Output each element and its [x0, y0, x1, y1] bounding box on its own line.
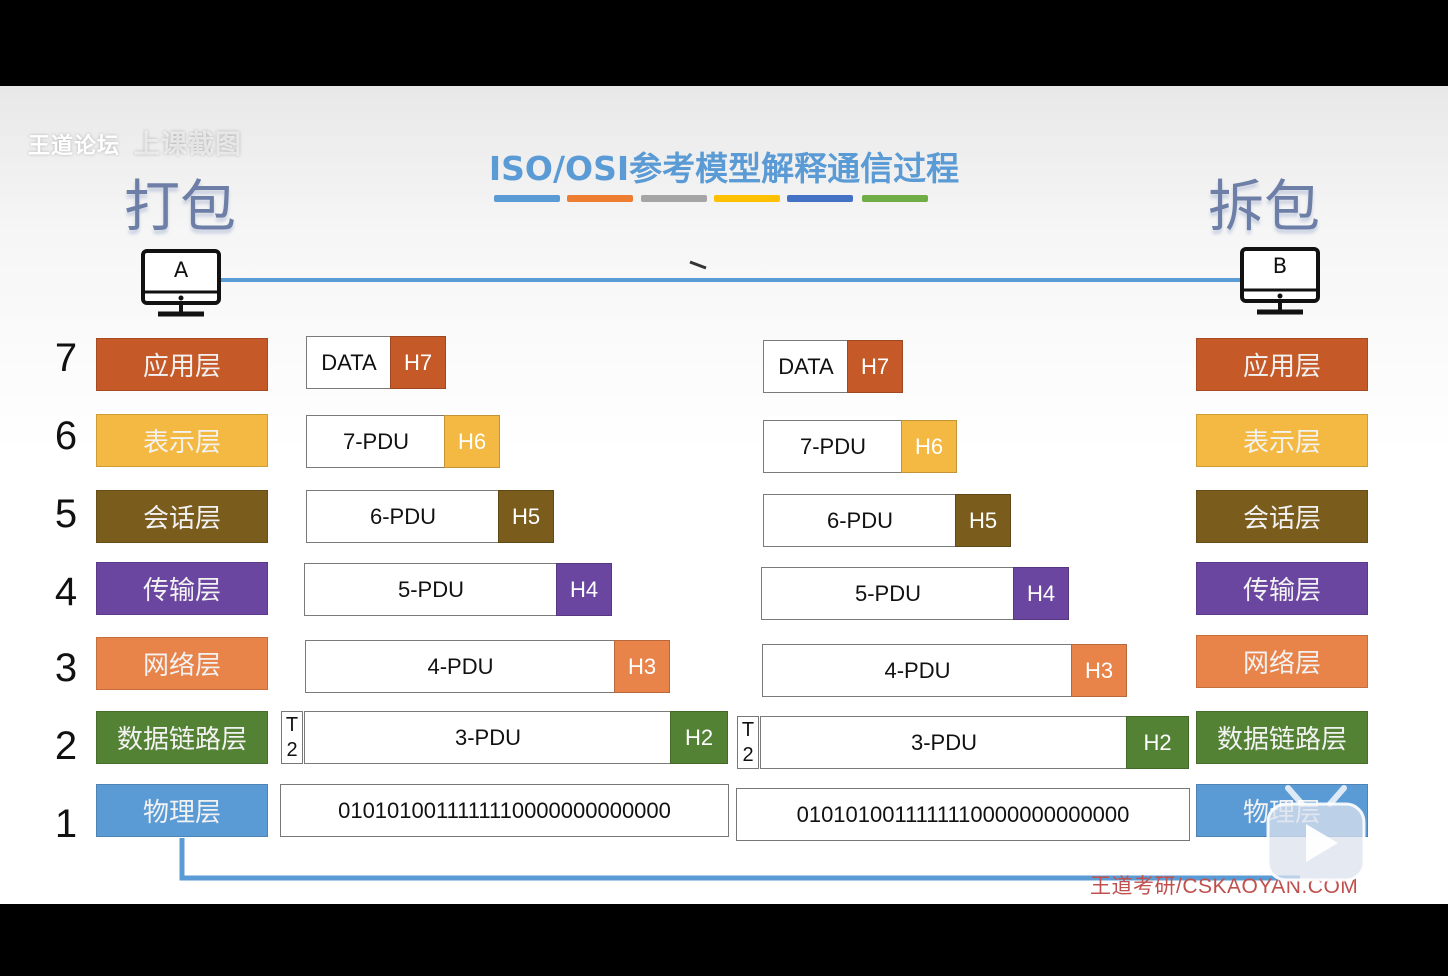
sender-header-h7: H7	[390, 336, 446, 389]
watermark-forum-logo: 王道论坛上课截图	[28, 130, 243, 160]
right-layer-datalink: 数据链路层	[1196, 711, 1368, 764]
layer-number: 1	[54, 802, 78, 846]
sender-header-h3: H3	[614, 640, 670, 693]
left-layer-network: 网络层	[96, 637, 268, 690]
link-lines	[179, 260, 1300, 881]
sender-bitstream: 0101010011111110000000000000	[280, 784, 729, 837]
title-bar	[567, 195, 633, 202]
sender-header-h2: H2	[670, 711, 728, 764]
sender-pdu-l3: 4-PDU	[305, 640, 616, 693]
receiver-header-h4: H4	[1013, 567, 1069, 620]
title-bar	[787, 195, 853, 202]
caption-pack: 打包	[124, 175, 236, 240]
left-layer-session: 会话层	[96, 490, 268, 543]
left-layer-datalink: 数据链路层	[96, 711, 268, 764]
sender-pdu-l4: 5-PDU	[304, 563, 558, 616]
left-layer-presentation: 表示层	[96, 414, 268, 467]
right-layer-presentation: 表示层	[1196, 414, 1368, 467]
title-bar	[494, 195, 560, 202]
receiver-header-h6: H6	[901, 420, 957, 473]
sender-pdu-l7: DATA	[306, 336, 392, 389]
slide-title: ISO/OSI参考模型解释通信过程	[488, 149, 960, 188]
sender-header-h4: H4	[556, 563, 612, 616]
right-layer-session: 会话层	[1196, 490, 1368, 543]
sender-header-h5: H5	[498, 490, 554, 543]
layer-number: 7	[54, 336, 78, 380]
layer-number: 4	[54, 570, 78, 614]
layer-number: 5	[54, 492, 78, 536]
layer-number: 3	[54, 646, 78, 690]
receiver-header-h7: H7	[847, 340, 903, 393]
layer-number: 2	[54, 724, 78, 768]
receiver-pdu-l4: 5-PDU	[761, 567, 1015, 620]
sender-pdu-l6: 7-PDU	[306, 415, 446, 468]
title-bar	[641, 195, 707, 202]
layer-number: 6	[54, 414, 78, 458]
play-button[interactable]	[1262, 776, 1370, 884]
receiver-pdu-l3: 4-PDU	[762, 644, 1073, 697]
receiver-header-h2: H2	[1126, 716, 1189, 769]
sender-pdu-l2: 3-PDU	[304, 711, 672, 764]
right-layer-application: 应用层	[1196, 338, 1368, 391]
right-layer-transport: 传输层	[1196, 562, 1368, 615]
sender-header-h6: H6	[444, 415, 500, 468]
title-bar	[714, 195, 780, 202]
monitor-icon	[141, 249, 221, 317]
receiver-header-h5: H5	[955, 494, 1011, 547]
left-layer-application: 应用层	[96, 338, 268, 391]
monitor-icon	[1240, 247, 1320, 315]
title-bar	[862, 195, 928, 202]
receiver-pdu-l5: 6-PDU	[763, 494, 957, 547]
receiver-pdu-l2: 3-PDU	[760, 716, 1128, 769]
host-b-label: B	[1272, 254, 1288, 278]
receiver-pdu-l6: 7-PDU	[763, 420, 903, 473]
host-a: A	[140, 248, 222, 320]
left-layer-physical: 物理层	[96, 784, 268, 837]
right-layer-network: 网络层	[1196, 635, 1368, 688]
receiver-header-h3: H3	[1071, 644, 1127, 697]
slide: 王道论坛上课截图 ISO/OSI参考模型解释通信过程 打包 拆包 A	[0, 86, 1448, 904]
host-a-label: A	[173, 258, 189, 282]
play-icon	[1266, 785, 1366, 882]
left-layer-transport: 传输层	[96, 562, 268, 615]
caption-unpack: 拆包	[1208, 175, 1320, 240]
receiver-pdu-l7: DATA	[763, 340, 849, 393]
receiver-bitstream: 0101010011111110000000000000	[736, 788, 1190, 841]
sender-pdu-l5: 6-PDU	[306, 490, 500, 543]
host-b: B	[1239, 246, 1321, 318]
